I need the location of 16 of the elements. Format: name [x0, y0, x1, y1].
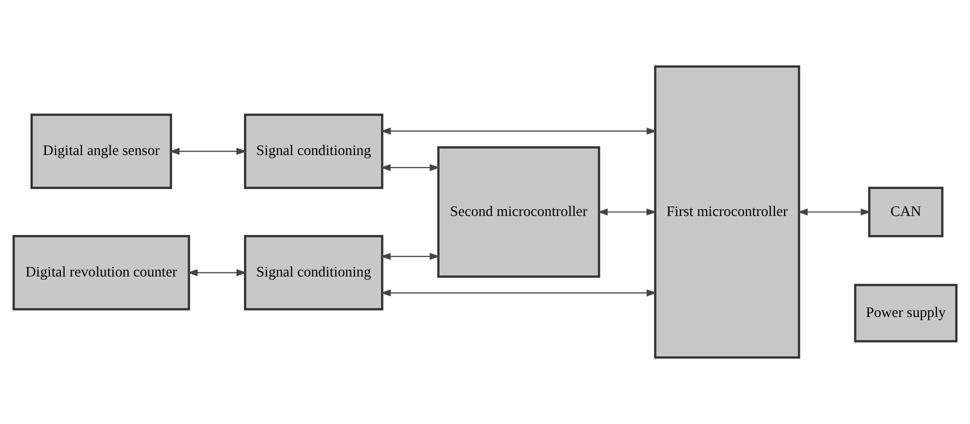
arrow	[380, 128, 657, 135]
node-box: Digital revolution counter	[12, 235, 190, 310]
arrow	[798, 208, 871, 216]
arrow	[169, 148, 247, 155]
node-box: CAN	[868, 186, 944, 238]
node-box: Second microcontroller	[437, 146, 600, 278]
node-box: Power supply	[854, 284, 958, 342]
arrow	[380, 289, 657, 296]
node-box: First microcontroller	[654, 65, 800, 359]
arrow	[380, 252, 440, 260]
node-box: Digital angle sensor	[30, 114, 172, 189]
arrow	[598, 208, 657, 216]
node-box: Signal conditioning	[244, 114, 384, 189]
arrow	[380, 164, 440, 172]
node-box: Signal conditioning	[244, 235, 384, 310]
arrow	[188, 269, 247, 276]
